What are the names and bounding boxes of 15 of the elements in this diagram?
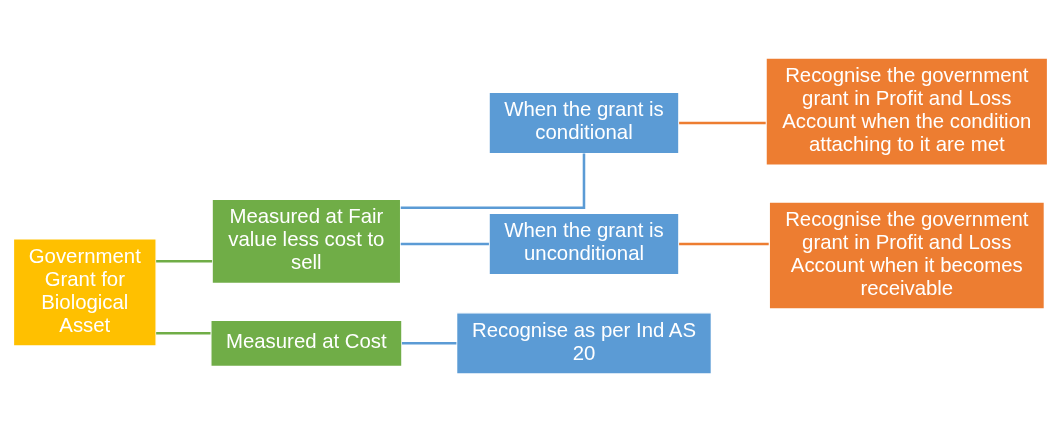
- connector: [401, 342, 457, 345]
- node-box: Measured at Fair value less cost to sell: [211, 198, 402, 285]
- node-box: Government Grant for Biological Asset: [12, 238, 157, 347]
- node-box: Measured at Cost: [210, 319, 403, 367]
- node-box: When the grant is conditional: [488, 91, 680, 155]
- connector: [156, 331, 211, 335]
- connector: [679, 121, 766, 125]
- node-box: Recognise as per Ind AS 20: [456, 312, 712, 375]
- connector: [679, 242, 769, 246]
- node-box: Recognise the government grant in Profit and Loss Account when the condition attaching to it are met: [765, 57, 1049, 166]
- node-box: When the grant is unconditional: [488, 212, 680, 276]
- connector: [156, 259, 213, 263]
- connector: [400, 153, 586, 209]
- connector: [400, 242, 489, 246]
- node-box: Recognise the government grant in Profit and Loss Account when it becomes receivable: [768, 201, 1045, 310]
